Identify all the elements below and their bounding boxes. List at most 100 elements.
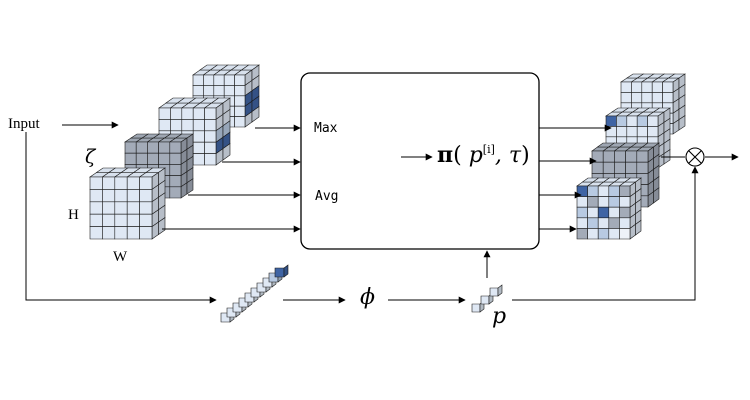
cube-front-cell <box>89 189 103 203</box>
cube-front-cell <box>204 119 217 132</box>
cube-front-cell <box>223 85 235 97</box>
cube-front-cell <box>647 126 659 138</box>
width-label: W <box>113 249 128 265</box>
cube-side-cell <box>158 217 166 236</box>
cube-front-cell <box>626 115 638 127</box>
cube-front-cell <box>597 185 610 197</box>
cube-front-cell <box>591 161 604 174</box>
p-vector-cell <box>471 303 481 313</box>
cube-front-cell <box>641 92 653 104</box>
cube-front-cell <box>102 201 116 215</box>
output-cube-1 <box>576 177 642 240</box>
cube-front-cell <box>114 201 128 215</box>
cube-front-cell <box>641 81 653 93</box>
cube-front-cell <box>597 217 610 229</box>
formula-pi: π <box>437 142 454 168</box>
cube-front-cell <box>587 228 599 240</box>
phi-label: ϕ <box>360 285 375 310</box>
cube-front-cell <box>169 152 182 165</box>
input-cube-1 <box>89 167 166 240</box>
cube-front-cell <box>102 213 116 227</box>
cube-front-cell <box>608 196 620 208</box>
cube-front-cell <box>614 161 626 174</box>
cube-front-cell <box>608 206 620 219</box>
cube-front-cell <box>126 226 140 240</box>
cube-front-cell <box>114 189 128 203</box>
cube-front-cell <box>576 228 588 240</box>
cube-front-cell <box>135 141 148 154</box>
p-label: p <box>492 304 507 329</box>
input-label: Input <box>8 116 40 132</box>
cube-front-cell <box>631 81 643 93</box>
p-vector-cell-side <box>497 284 503 297</box>
cube-front-cell <box>616 115 628 127</box>
cube-front-cell <box>126 189 140 203</box>
cube-front-cell <box>114 176 128 190</box>
cube-front-cell <box>170 119 183 132</box>
cube-front-cell <box>124 152 137 165</box>
cube-group <box>89 64 686 323</box>
cube-front-cell <box>169 141 182 154</box>
cube-front-cell <box>139 176 153 190</box>
cube-front-cell <box>614 150 626 163</box>
cube-front-cell <box>576 206 588 219</box>
cube-front-cell <box>192 107 205 120</box>
cube-front-cell <box>139 201 153 215</box>
cube-front-cell <box>620 92 632 104</box>
height-label: H <box>68 207 79 223</box>
cube-front-cell <box>213 74 225 86</box>
cube-front-cell <box>631 92 643 104</box>
cube-front-cell <box>602 150 615 163</box>
cube-front-cell <box>102 176 116 190</box>
cube-front-cell <box>626 126 638 138</box>
cube-front-cell <box>204 107 217 120</box>
cube-front-cell <box>576 217 588 229</box>
cube-side-cell <box>635 219 642 236</box>
zeta-label: ζ <box>85 146 96 168</box>
cube-front-cell <box>619 196 631 208</box>
avg-pool-label: Avg <box>315 189 339 204</box>
cube-front-cell <box>576 196 588 208</box>
bottom-path <box>25 132 699 304</box>
cube-front-cell <box>147 152 159 165</box>
input-down-line <box>25 132 217 304</box>
cube-front-cell <box>608 185 620 197</box>
cube-front-cell <box>619 206 631 219</box>
cube-front-cell <box>126 213 140 227</box>
cube-front-cell <box>139 213 153 227</box>
cube-front-cell <box>102 189 116 203</box>
cube-front-cell <box>625 161 638 174</box>
cube-front-cell <box>192 119 205 132</box>
max-pool-label: Max <box>314 121 338 136</box>
cube-front-cell <box>234 116 246 128</box>
cube-front-cell <box>102 226 116 240</box>
cube-front-cell <box>192 141 205 154</box>
formula-open-paren: ( <box>453 143 462 168</box>
cube-side-cell <box>251 106 260 123</box>
cube-front-cell <box>135 152 148 165</box>
p-vector-cell <box>489 287 499 297</box>
cube-front-cell <box>223 74 235 86</box>
cube-front-cell <box>597 206 610 219</box>
cube-front-cell <box>608 217 620 229</box>
cube-front-cell <box>89 213 103 227</box>
cube-front-cell <box>126 201 140 215</box>
cube-front-cell <box>587 206 599 219</box>
cube-front-cell <box>636 161 649 174</box>
cube-front-cell <box>139 189 153 203</box>
cube-front-cell <box>597 228 610 240</box>
cube-front-cell <box>169 186 182 199</box>
cube-front-cell <box>192 130 205 143</box>
cube-front-cell <box>89 226 103 240</box>
cube-front-cell <box>651 92 663 104</box>
cube-front-cell <box>170 107 183 120</box>
cube-front-cell <box>192 74 204 86</box>
vector-cell-side <box>283 264 289 278</box>
cube-front-cell <box>158 119 171 132</box>
cube-front-cell <box>126 176 140 190</box>
cube-front-cell <box>608 228 620 240</box>
p-to-multiply-line <box>512 166 699 301</box>
output-arrows <box>539 124 739 233</box>
